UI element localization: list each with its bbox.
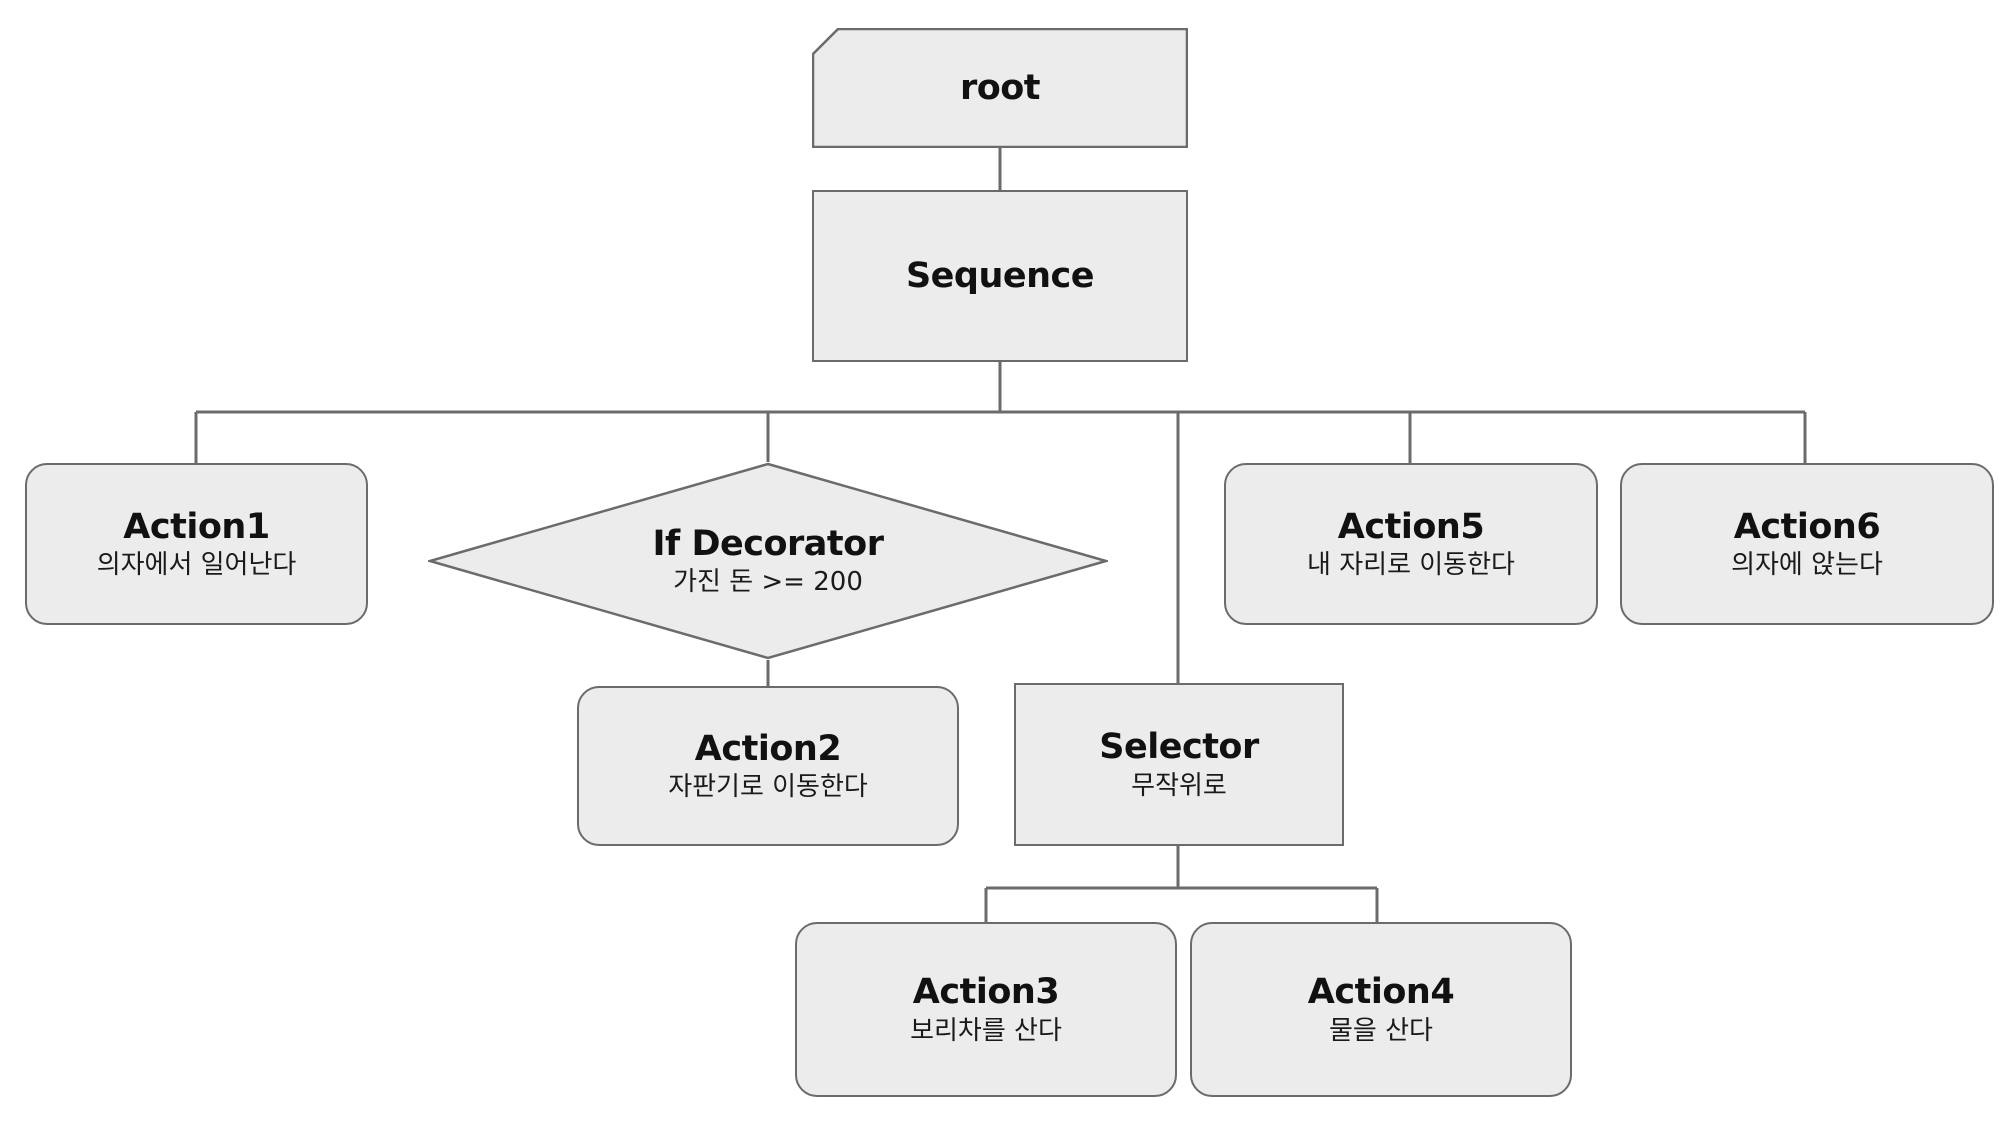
node-action4-title: Action4 — [1307, 972, 1455, 1013]
node-action3[interactable]: Action3 보리차를 산다 — [795, 922, 1177, 1097]
node-action5-subtitle: 내 자리로 이동한다 — [1307, 550, 1515, 581]
node-action1[interactable]: Action1 의자에서 일어난다 — [25, 463, 368, 625]
node-selector[interactable]: Selector 무작위로 — [1014, 683, 1344, 846]
node-sequence[interactable]: Sequence — [812, 190, 1188, 362]
node-root[interactable]: root — [812, 28, 1188, 148]
node-root-title: root — [959, 67, 1041, 108]
node-action2-title: Action2 — [694, 728, 842, 769]
node-action5-title: Action5 — [1337, 506, 1485, 547]
root-shape-fill — [812, 28, 1188, 148]
node-action4[interactable]: Action4 물을 산다 — [1190, 922, 1572, 1097]
node-action4-subtitle: 물을 산다 — [1329, 1015, 1433, 1046]
node-selector-title: Selector — [1099, 727, 1259, 768]
node-action1-title: Action1 — [123, 506, 270, 547]
node-action6-subtitle: 의자에 앉는다 — [1731, 550, 1883, 581]
node-action3-title: Action3 — [912, 972, 1060, 1013]
node-action6-title: Action6 — [1733, 506, 1881, 547]
node-action6[interactable]: Action6 의자에 앉는다 — [1620, 463, 1994, 625]
root-shape-outline — [812, 28, 1188, 148]
node-if-decorator[interactable]: If Decorator 가진 돈 >= 200 — [428, 462, 1108, 660]
node-selector-subtitle: 무작위로 — [1131, 770, 1227, 801]
node-if-decorator-subtitle: 가진 돈 >= 200 — [673, 567, 863, 598]
diamond-shape — [428, 462, 1108, 660]
node-action2-subtitle: 자판기로 이동한다 — [668, 772, 868, 803]
node-action5[interactable]: Action5 내 자리로 이동한다 — [1224, 463, 1598, 625]
node-action1-subtitle: 의자에서 일어난다 — [96, 550, 297, 581]
node-if-decorator-title: If Decorator — [652, 523, 884, 564]
node-action2[interactable]: Action2 자판기로 이동한다 — [577, 686, 959, 846]
node-sequence-title: Sequence — [905, 255, 1095, 296]
node-action3-subtitle: 보리차를 산다 — [910, 1015, 1062, 1046]
